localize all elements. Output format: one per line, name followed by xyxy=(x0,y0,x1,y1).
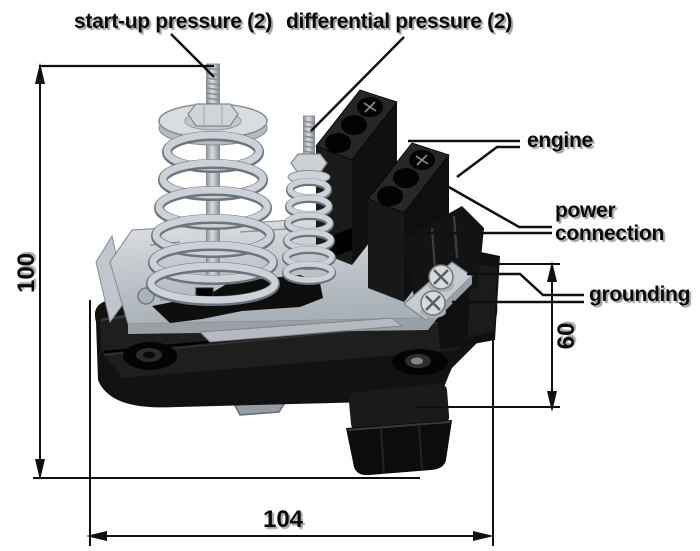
dimension-60-line xyxy=(415,261,560,412)
label-startup-pressure: start-up pressure (2) xyxy=(74,10,272,33)
leader-startup-pressure xyxy=(170,33,215,78)
label-power-line2: connection xyxy=(555,222,665,245)
grounding-screws xyxy=(403,261,473,328)
label-grounding: grounding xyxy=(589,283,691,306)
label-engine: engine xyxy=(527,129,593,152)
dimension-100-value: 100 xyxy=(13,252,40,294)
startup-spring xyxy=(146,63,280,306)
leader-engine xyxy=(408,139,520,178)
dimension-100-line xyxy=(33,63,420,480)
differential-spring xyxy=(282,115,336,285)
label-power-line1: power xyxy=(555,199,616,222)
dimension-60-value: 60 xyxy=(553,322,580,350)
label-power-connection: power connection xyxy=(555,199,664,245)
dimension-104-value: 104 xyxy=(262,506,304,533)
leader-grounding xyxy=(452,272,584,304)
pressure-port xyxy=(346,383,452,476)
leader-differential-pressure xyxy=(310,36,405,132)
dimension-104-line xyxy=(86,300,494,546)
annotation-lines xyxy=(33,33,584,546)
terminal-block xyxy=(315,89,484,306)
pressure-switch-illustration xyxy=(94,63,500,476)
leader-power-connection xyxy=(423,184,552,235)
label-differential-pressure: differential pressure (2) xyxy=(286,10,512,33)
